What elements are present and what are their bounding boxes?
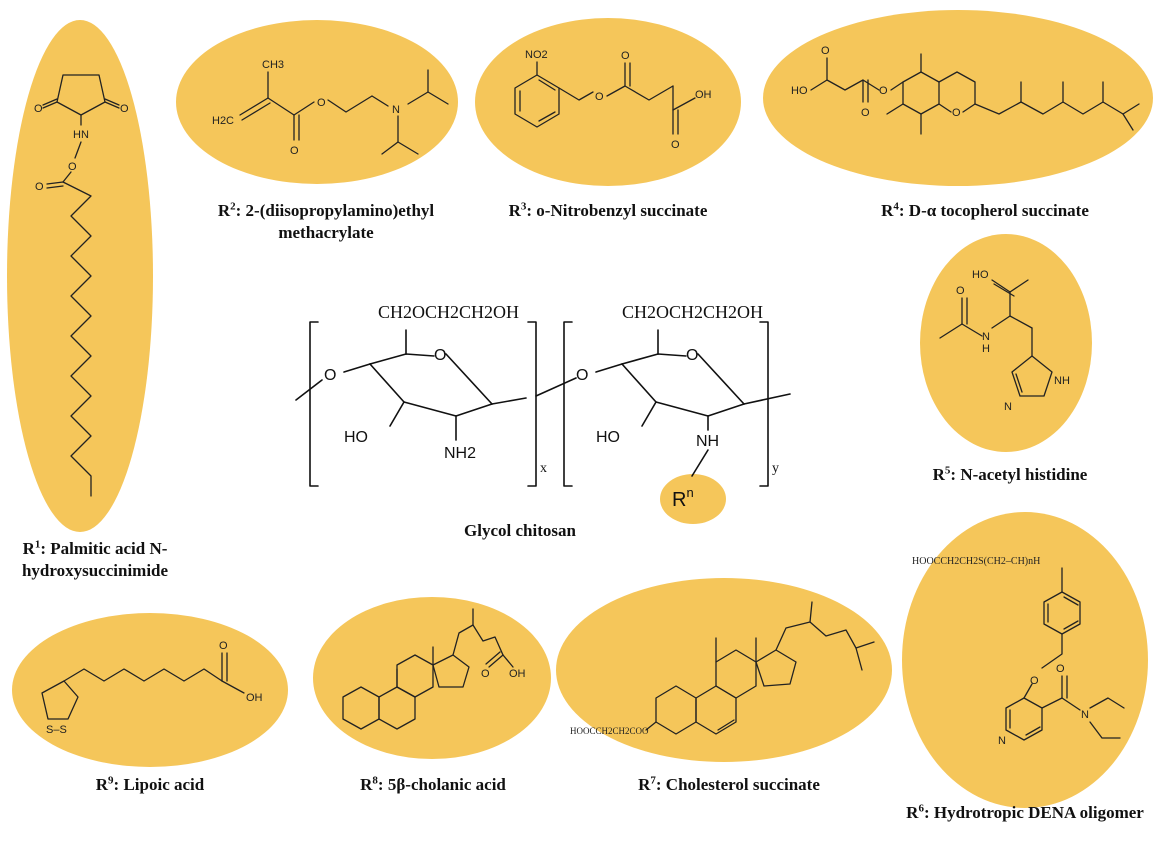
- r5-atom-n2: N: [1004, 401, 1012, 413]
- glycosidic-o-right: O: [576, 367, 588, 384]
- r8-label: 5β-cholanic acid: [387, 775, 506, 794]
- r8-atom-oh: OH: [509, 668, 526, 680]
- r9-caption: R9: Lipoic acid: [95, 774, 205, 794]
- amine-nh: NH: [696, 433, 719, 450]
- r1-atom-hn: HN: [73, 129, 89, 141]
- ring-o-left: O: [434, 347, 446, 364]
- r2-label: 2-(diisopropylamino)ethyl methacrylate: [245, 201, 435, 242]
- r6-oval: [902, 512, 1148, 808]
- r8-oval: [313, 597, 551, 759]
- r2-atom-h2c: H2C: [212, 115, 234, 127]
- r6-atom-n1: N: [998, 735, 1006, 747]
- r3-atom-o3: O: [671, 139, 680, 151]
- r1-atom-o3: O: [68, 161, 77, 173]
- glycosidic-o-left: O: [324, 367, 336, 384]
- r5-caption: R5: N-acetyl histidine: [932, 464, 1088, 484]
- r2-atom-o1: O: [290, 145, 299, 157]
- r1-caption: R1: Palmitic acid N-hydroxysuccinimide: [21, 538, 169, 580]
- r9-structure: S–S O OH: [41, 640, 263, 736]
- r2-structure: CH3 H2C O O N: [212, 59, 449, 157]
- r1-atom-o2: O: [120, 103, 129, 115]
- rn-sup: n: [686, 485, 693, 500]
- r7-structure: HOOCCH2CH2COO: [570, 601, 875, 736]
- glycol-chitosan-structure: CH2OCH2CH2OH CH2OCH2CH2OH O O O O HO HO …: [295, 302, 791, 511]
- r2-atom-n: N: [392, 104, 400, 116]
- r4-atom-ho: HO: [791, 85, 808, 97]
- r2-sup: 2: [230, 200, 236, 213]
- hydroxyl-left: HO: [344, 429, 368, 446]
- r5-atom-n1: N: [982, 331, 990, 343]
- rn-circle: [660, 474, 726, 524]
- subscript-y: y: [772, 461, 779, 476]
- r1-sup: 1: [34, 538, 41, 551]
- hydroxyl-right: HO: [596, 429, 620, 446]
- r4-atom-o1: O: [821, 45, 830, 57]
- r9-atom-s: S–S: [46, 724, 67, 736]
- r3-structure: NO2 O O O OH: [514, 49, 712, 151]
- sidechain-right: CH2OCH2CH2OH: [622, 302, 763, 322]
- r6-sup: 6: [918, 802, 924, 815]
- r6-caption: R6: Hydrotropic DENA oligomer: [906, 802, 1144, 822]
- r2-caption: R2: 2-(diisopropylamino)ethyl methacryla…: [217, 200, 435, 242]
- r5-sup: 5: [944, 464, 951, 477]
- r3-atom-o2: O: [621, 50, 630, 62]
- r9-atom-o: O: [219, 640, 228, 652]
- r3-oval: [475, 18, 741, 186]
- r8-sup: 8: [372, 774, 378, 787]
- r9-atom-oh: OH: [246, 692, 263, 704]
- rn-label: Rn: [672, 485, 694, 511]
- r4-oval: [763, 10, 1153, 186]
- r9-oval: [12, 613, 288, 767]
- r6-structure: HOOCCH2CH2S(CH2–CH)nH O O N N: [912, 556, 1125, 747]
- r5-atom-o1: O: [956, 285, 965, 297]
- r3-atom-oh: OH: [695, 89, 712, 101]
- r9-label: Lipoic acid: [123, 775, 205, 794]
- r5-structure: HO O N H N NH: [939, 269, 1070, 413]
- r3-atom-o1: O: [595, 91, 604, 103]
- r1-atom-o4: O: [35, 181, 44, 193]
- r5-label: N-acetyl histidine: [960, 465, 1088, 484]
- r3-caption: R3: o-Nitrobenzyl succinate: [508, 200, 708, 220]
- r4-atom-o4: O: [952, 107, 961, 119]
- r4-atom-o2: O: [861, 107, 870, 119]
- r2-atom-o2: O: [317, 97, 326, 109]
- r8-caption: R8: 5β-cholanic acid: [360, 774, 506, 794]
- r4-sup: 4: [893, 200, 899, 213]
- r4-label: D-α tocopherol succinate: [908, 201, 1089, 220]
- r1-atom-o1: O: [34, 103, 43, 115]
- r4-structure: HO O O O O: [791, 45, 1140, 135]
- r6-atom-o1: O: [1030, 675, 1039, 687]
- r4-atom-o3: O: [879, 85, 888, 97]
- sidechain-left: CH2OCH2CH2OH: [378, 302, 519, 322]
- r8-structure: O OH: [342, 608, 526, 730]
- r6-label: Hydrotropic DENA oligomer: [933, 803, 1144, 822]
- r7-atom-ester: HOOCCH2CH2COO: [570, 726, 649, 736]
- r5-atom-ho: HO: [972, 269, 989, 281]
- r6-atom-o2: O: [1056, 663, 1065, 675]
- r5-atom-h: H: [982, 343, 990, 355]
- r3-label: o-Nitrobenzyl succinate: [536, 201, 708, 220]
- r3-sup: 3: [520, 200, 527, 213]
- r5-oval: [920, 234, 1092, 452]
- r4-caption: R4: D-α tocopherol succinate: [881, 200, 1089, 220]
- r7-oval: [556, 578, 892, 762]
- r6-atom-n2: N: [1081, 709, 1089, 721]
- rn-r: R: [672, 489, 686, 511]
- r8-atom-o: O: [481, 668, 490, 680]
- r9-sup: 9: [108, 774, 114, 787]
- r7-caption: R7: Cholesterol succinate: [638, 774, 820, 794]
- ring-o-right: O: [686, 347, 698, 364]
- subscript-x: x: [540, 461, 547, 476]
- r6-atom-chain: HOOCCH2CH2S(CH2–CH)nH: [912, 556, 1040, 567]
- r1-structure: O O HN O O: [34, 74, 129, 497]
- amine-nh2: NH2: [444, 445, 476, 462]
- glycol-chitosan-caption: Glycol chitosan: [464, 521, 576, 540]
- r3-atom-no2: NO2: [525, 49, 548, 61]
- r7-label: Cholesterol succinate: [665, 775, 820, 794]
- r7-sup: 7: [650, 774, 656, 787]
- r5-atom-nh: NH: [1054, 375, 1070, 387]
- r1-label: Palmitic acid N-hydroxysuccinimide: [21, 539, 169, 580]
- r2-atom-ch3: CH3: [262, 59, 284, 71]
